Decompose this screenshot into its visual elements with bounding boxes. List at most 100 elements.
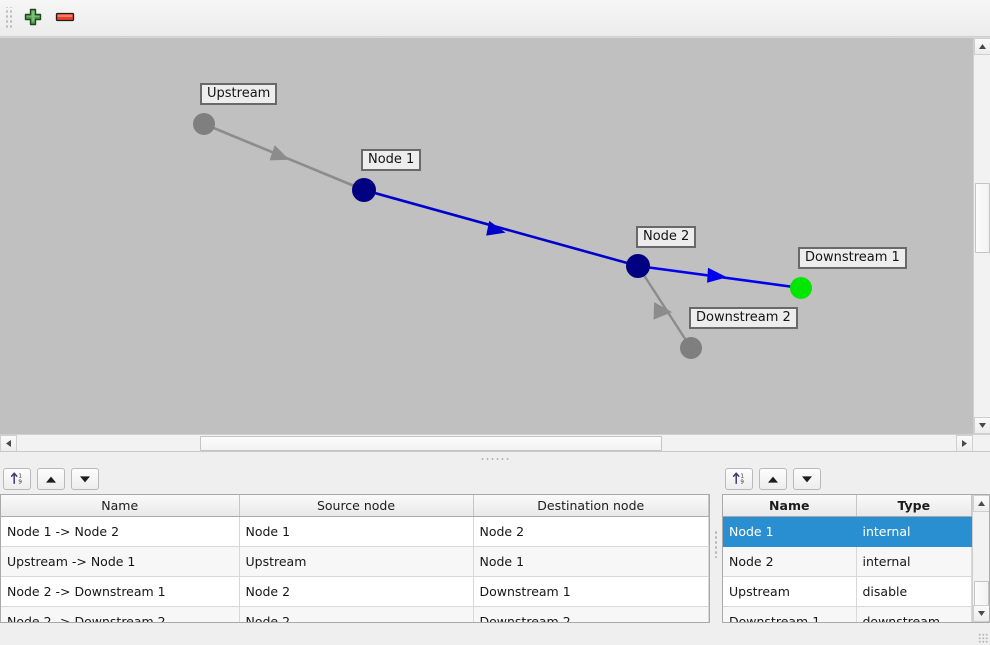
node-row-name: Node 1 xyxy=(723,516,857,547)
edge-node2-downstream1[interactable] xyxy=(637,264,802,290)
canvas-scroll-down-button[interactable] xyxy=(974,417,990,434)
edge-row-name: Node 2 -> Downstream 2 xyxy=(1,606,240,622)
nodes-move-down-button[interactable] xyxy=(793,468,821,490)
edges-table: Name Source node Destination node Node 1… xyxy=(1,495,709,622)
graph-drawing-surface[interactable] xyxy=(0,38,990,434)
table-row[interactable]: Node 1 internal xyxy=(723,516,972,547)
sort-ascending-icon: 1 9 xyxy=(732,471,746,488)
triangle-down-icon xyxy=(978,611,985,616)
graph-canvas-pane[interactable]: Upstream Node 1 Node 2 Downstream 1 Down… xyxy=(0,37,990,434)
graph-label-downstream1[interactable]: Downstream 1 xyxy=(798,247,907,269)
add-node-button[interactable] xyxy=(17,3,49,33)
edges-move-down-button[interactable] xyxy=(71,468,99,490)
triangle-up-icon xyxy=(979,44,986,49)
green-plus-icon xyxy=(23,7,43,30)
graph-node-downstream2[interactable] xyxy=(680,337,702,359)
nodes-panel: 1 9 xyxy=(722,464,990,623)
nodes-column-type[interactable]: Type xyxy=(856,495,972,517)
edge-row-destination: Downstream 1 xyxy=(473,576,709,607)
graph-label-downstream2[interactable]: Downstream 2 xyxy=(689,307,798,329)
edges-sort-button[interactable]: 1 9 xyxy=(3,468,31,490)
sort-ascending-icon: 1 9 xyxy=(10,471,24,488)
table-row[interactable]: Node 2 -> Downstream 2 Node 2 Downstream… xyxy=(1,606,709,622)
remove-node-button[interactable] xyxy=(49,3,81,33)
node-row-type: internal xyxy=(856,546,972,577)
vertical-splitter[interactable] xyxy=(710,464,722,623)
resize-grip[interactable] xyxy=(978,633,988,643)
nodes-scroll-up-button[interactable] xyxy=(973,495,989,512)
triangle-right-icon xyxy=(962,440,967,447)
arrowhead-icon xyxy=(707,267,727,283)
table-row[interactable]: Node 2 internal xyxy=(723,546,972,577)
edges-table-body: Node 1 -> Node 2 Node 1 Node 2 Upstream … xyxy=(1,516,709,622)
table-row[interactable]: Node 2 -> Downstream 1 Node 2 Downstream… xyxy=(1,576,709,607)
triangle-up-icon xyxy=(45,472,57,487)
edge-row-name: Upstream -> Node 1 xyxy=(1,546,240,577)
nodes-table-vertical-scrollbar[interactable] xyxy=(972,495,989,622)
nodes-table: Name Type Node 1 internal Node 2 i xyxy=(723,495,972,622)
nodes-table-container[interactable]: Name Type Node 1 internal Node 2 i xyxy=(722,494,990,623)
nodes-sort-button[interactable]: 1 9 xyxy=(725,468,753,490)
status-bar xyxy=(0,623,990,645)
canvas-horizontal-scroll-thumb[interactable] xyxy=(200,436,662,451)
splitter-grip xyxy=(714,529,718,558)
nodes-move-up-button[interactable] xyxy=(759,468,787,490)
triangle-down-icon xyxy=(801,472,813,487)
edge-row-source: Node 2 xyxy=(239,606,474,622)
table-row[interactable]: Upstream disable xyxy=(723,576,972,607)
triangle-left-icon xyxy=(6,440,11,447)
canvas-vertical-scroll-thumb[interactable] xyxy=(975,183,990,253)
edge-node2-downstream2[interactable] xyxy=(636,265,693,349)
edges-table-scroll[interactable]: Name Source node Destination node Node 1… xyxy=(1,495,709,622)
edges-column-name[interactable]: Name xyxy=(1,495,240,517)
graph-label-upstream[interactable]: Upstream xyxy=(200,83,278,105)
horizontal-splitter[interactable] xyxy=(0,451,990,464)
canvas-horizontal-scrollbar[interactable] xyxy=(0,434,990,452)
node-row-name: Upstream xyxy=(723,576,857,607)
graph-label-node2[interactable]: Node 2 xyxy=(636,226,697,248)
arrowhead-icon xyxy=(269,145,290,161)
node-row-name: Downstream 1 xyxy=(723,606,857,622)
edge-node1-node2[interactable] xyxy=(363,188,639,268)
nodes-scroll-down-button[interactable] xyxy=(973,605,989,622)
nodes-column-name[interactable]: Name xyxy=(723,495,857,517)
svg-text:9: 9 xyxy=(18,479,22,484)
node-row-type: internal xyxy=(856,516,972,547)
edge-row-destination: Node 1 xyxy=(473,546,709,577)
arrowhead-icon xyxy=(486,220,506,236)
svg-text:1: 1 xyxy=(18,473,22,479)
graph-node-downstream1[interactable] xyxy=(790,277,812,299)
edges-table-container[interactable]: Name Source node Destination node Node 1… xyxy=(0,494,710,623)
edge-row-source: Upstream xyxy=(239,546,474,577)
table-row[interactable]: Downstream 1 downstream xyxy=(723,606,972,622)
edges-table-header-row: Name Source node Destination node xyxy=(1,495,709,517)
splitter-grip xyxy=(480,457,510,461)
svg-text:9: 9 xyxy=(740,479,744,484)
canvas-scroll-right-button[interactable] xyxy=(956,435,973,452)
graph-node-upstream[interactable] xyxy=(193,113,215,135)
canvas-scroll-up-button[interactable] xyxy=(974,38,990,55)
triangle-down-icon xyxy=(979,423,986,428)
table-row[interactable]: Upstream -> Node 1 Upstream Node 1 xyxy=(1,546,709,577)
canvas-scroll-left-button[interactable] xyxy=(0,435,17,452)
edges-column-source[interactable]: Source node xyxy=(239,495,474,517)
triangle-up-icon xyxy=(978,501,985,506)
graph-node-node1[interactable] xyxy=(352,178,376,202)
graph-label-node1[interactable]: Node 1 xyxy=(361,149,422,171)
graph-node-node2[interactable] xyxy=(626,254,650,278)
node-row-type: disable xyxy=(856,576,972,607)
red-minus-icon xyxy=(54,7,76,30)
edge-upstream-node1[interactable] xyxy=(203,122,365,192)
edges-column-destination[interactable]: Destination node xyxy=(473,495,709,517)
edge-row-source: Node 1 xyxy=(239,516,474,547)
edge-row-destination: Downstream 2 xyxy=(473,606,709,622)
main-toolbar xyxy=(0,0,990,37)
table-row[interactable]: Node 1 -> Node 2 Node 1 Node 2 xyxy=(1,516,709,547)
nodes-table-header-row: Name Type xyxy=(723,495,972,517)
nodes-table-scroll[interactable]: Name Type Node 1 internal Node 2 i xyxy=(723,495,972,622)
toolbar-drag-grip[interactable] xyxy=(4,7,13,29)
edges-move-up-button[interactable] xyxy=(37,468,65,490)
triangle-up-icon xyxy=(767,472,779,487)
canvas-vertical-scrollbar[interactable] xyxy=(973,38,990,434)
svg-text:1: 1 xyxy=(740,473,744,479)
